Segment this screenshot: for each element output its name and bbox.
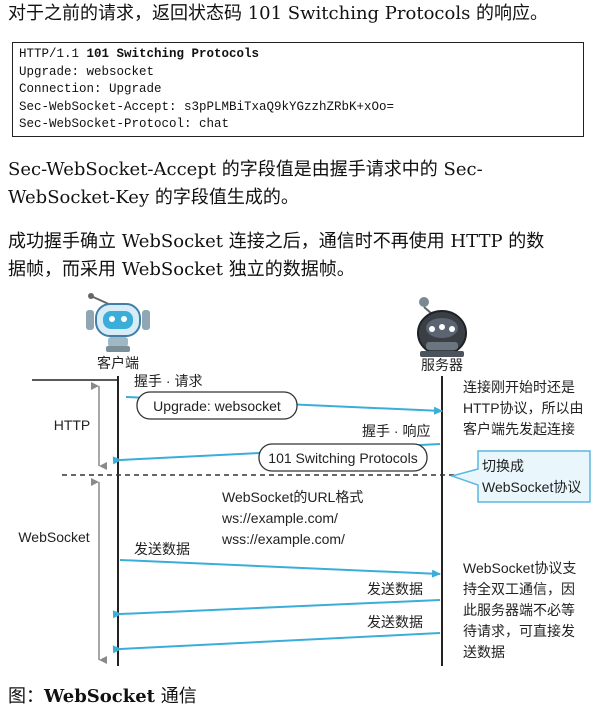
handshake-response-label: 握手 · 响应: [362, 423, 430, 439]
switch-callout-text: 切换成 WebSocket协议: [482, 458, 581, 495]
server-send-data-label-2: 发送数据: [367, 614, 423, 630]
websocket-sequence-diagram: 客户端 服务器 HTTP WebSocket 握手 · 请求 Upgrade: …: [18, 293, 591, 666]
http-note-line-2: HTTP协议，所以由: [463, 400, 584, 416]
figure-caption: 图：WebSocket 通信: [8, 682, 197, 708]
caption-prefix: 图：: [8, 686, 44, 707]
code-status-prefix: HTTP/1.1: [19, 47, 87, 61]
accept-line-2: WebSocket-Key 的字段值生成的。: [8, 187, 299, 208]
websocket-note-line-5: 送数据: [463, 644, 505, 660]
code-line-upgrade: Upgrade: websocket: [19, 64, 155, 79]
url-format-text: WebSocket的URL格式 ws://example.com/ wss://…: [221, 489, 367, 547]
websocket-note-line-3: 此服务器端不必等: [463, 602, 575, 618]
upgrade-message-bubble: [136, 391, 298, 420]
client-send-data-label: 发送数据: [134, 541, 190, 557]
websocket-phase-label: WebSocket: [18, 529, 89, 545]
frame-line-1: 成功握手确立 WebSocket 连接之后，通信时不再使用 HTTP 的数: [8, 231, 545, 252]
frame-paragraph: 成功握手确立 WebSocket 连接之后，通信时不再使用 HTTP 的数 据帧…: [8, 228, 593, 284]
url-format-wss: wss://example.com/: [221, 531, 345, 547]
client-robot-icon: [86, 293, 150, 352]
accept-paragraph: Sec-WebSocket-Accept 的字段值是由握手请求中的 Sec- W…: [8, 156, 593, 212]
switch-callout-line-2: WebSocket协议: [482, 479, 581, 495]
switch-callout-line-1: 切换成: [482, 458, 524, 474]
code-line-protocol: Sec-WebSocket-Protocol: chat: [19, 117, 230, 131]
server-send-arrow-1: [112, 599, 441, 619]
http-response-code-block: HTTP/1.1 101 Switching Protocols Upgrade…: [12, 42, 584, 137]
client-label: 客户端: [97, 355, 139, 371]
switching-message-text: 101 Switching Protocols: [268, 450, 417, 466]
intro-paragraph: 对于之前的请求，返回状态码 101 Switching Protocols 的响…: [8, 3, 549, 24]
server-label: 服务器: [421, 357, 463, 373]
server-robot-icon: [417, 297, 467, 357]
switching-message-bubble: [258, 443, 428, 472]
websocket-note-line-2: 持全双工通信，因: [463, 581, 575, 597]
caption-bold: WebSocket: [44, 686, 155, 707]
http-note-line-1: 连接刚开始时还是: [463, 379, 575, 395]
url-format-ws: ws://example.com/: [221, 510, 338, 526]
accept-line-1: Sec-WebSocket-Accept 的字段值是由握手请求中的 Sec-: [8, 159, 483, 180]
code-status-bold: 101 Switching Protocols: [86, 47, 260, 61]
handshake-request-label: 握手 · 请求: [134, 373, 202, 389]
server-send-arrow-2: [112, 632, 441, 654]
frame-line-2: 据帧，而采用 WebSocket 独立的数据帧。: [8, 259, 355, 280]
websocket-note-line-4: 待请求，可直接发: [463, 623, 575, 639]
code-status-line: HTTP/1.1 101 Switching Protocols: [19, 46, 577, 64]
http-note-line-3: 客户端先发起连接: [463, 421, 575, 437]
code-line-accept: Sec-WebSocket-Accept: s3pPLMBiTxaQ9kYGzz…: [19, 99, 395, 114]
server-send-data-label-1: 发送数据: [367, 581, 423, 597]
upgrade-message-text: Upgrade: websocket: [153, 398, 281, 414]
http-phase-label: HTTP: [54, 417, 91, 433]
code-line-connection: Connection: Upgrade: [19, 82, 162, 96]
websocket-note: WebSocket协议支 持全双工通信，因 此服务器端不必等 待请求，可直接发 …: [463, 560, 580, 660]
websocket-note-line-1: WebSocket协议支: [463, 560, 576, 576]
client-send-arrow: [119, 559, 441, 578]
http-note: 连接刚开始时还是 HTTP协议，所以由 客户端先发起连接: [463, 379, 587, 437]
switch-callout-box: [449, 450, 591, 503]
url-format-title: WebSocket的URL格式: [222, 489, 363, 505]
caption-suffix: 通信: [155, 686, 197, 707]
